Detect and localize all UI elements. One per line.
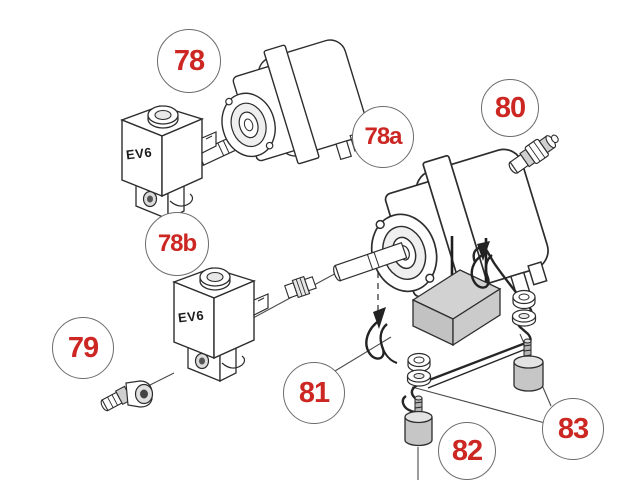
- leader-line-83-lower: [411, 386, 546, 424]
- hose-fitting-80: [508, 134, 559, 174]
- hex-nipple-fitting: [284, 275, 317, 299]
- callout-81: 81: [283, 362, 345, 424]
- ev6-label-1: EV6: [125, 144, 153, 163]
- callout-80: 80: [481, 79, 539, 137]
- capacitor-block: [411, 236, 502, 347]
- washer-left: [406, 369, 432, 387]
- nut-left: [407, 352, 431, 373]
- axis-line-elbow-valve2: [145, 372, 175, 388]
- spring-clip-81: [365, 307, 398, 364]
- callout-78a: 78a: [352, 106, 414, 168]
- standoff-82-left: [404, 395, 433, 447]
- valve-ev6-1-drawing: [121, 105, 217, 220]
- elbow-fitting-79: [100, 380, 154, 412]
- callout-78: 78: [157, 29, 221, 93]
- nut-right: [512, 289, 536, 310]
- spring-clip-top: [470, 241, 493, 289]
- washer-right: [511, 309, 537, 327]
- callout-79: 79: [52, 317, 114, 379]
- callout-82: 82: [438, 422, 496, 480]
- standoff-82-right: [513, 338, 544, 392]
- pump-78a-shaft-sleeve: [333, 241, 408, 282]
- pump-78-drawing: [203, 27, 376, 191]
- callout-78b: 78b: [145, 212, 209, 276]
- valve-ev6-2-drawing: [173, 267, 269, 382]
- ev6-label-2: EV6: [177, 307, 205, 326]
- callout-83: 83: [542, 398, 604, 460]
